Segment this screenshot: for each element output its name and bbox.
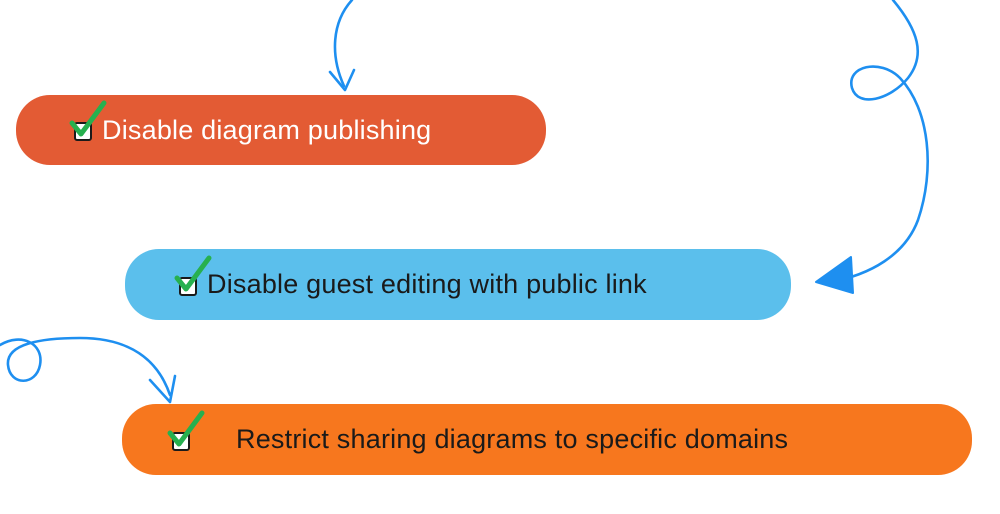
item-2: Disable guest editing with public link xyxy=(125,249,791,320)
arrow-to-item-3 xyxy=(0,336,172,397)
item-1-label: Disable diagram publishing xyxy=(102,114,432,145)
item-1: Disable diagram publishing xyxy=(16,95,546,165)
arrow-to-item-1 xyxy=(333,0,354,88)
arrow-to-item-2 xyxy=(828,0,929,284)
arrow-head-1 xyxy=(328,68,356,92)
arrow-head-2 xyxy=(815,256,854,294)
checked-checkbox-icon xyxy=(174,255,212,298)
checked-checkbox-icon xyxy=(167,410,205,453)
item-3-label: Restrict sharing diagrams to specific do… xyxy=(236,424,789,454)
checked-checkbox-icon xyxy=(69,100,107,143)
arrow-head-3 xyxy=(148,374,177,404)
item-2-label: Disable guest editing with public link xyxy=(207,269,647,299)
item-3: Restrict sharing diagrams to specific do… xyxy=(122,404,972,475)
